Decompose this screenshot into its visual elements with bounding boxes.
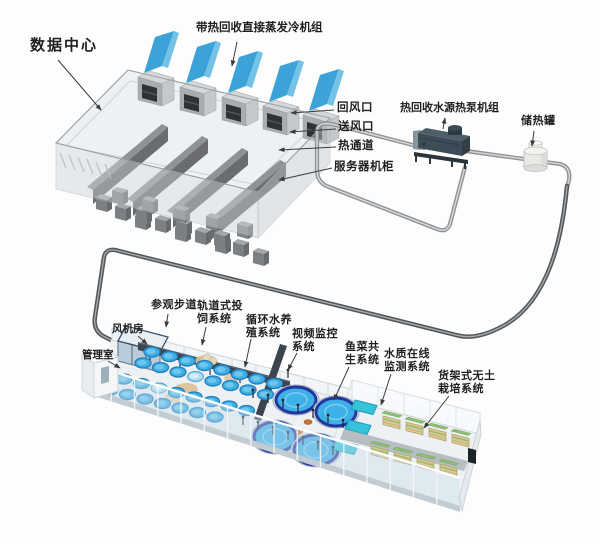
management-room: [80, 348, 120, 399]
label-supply-air: 送风口: [338, 121, 374, 133]
label-heat-pump: 热回收水源热泵机组: [400, 102, 499, 114]
cyan-tanks: [331, 399, 378, 456]
label-soilless-racks: 货架式无土 栽培系统: [438, 370, 496, 395]
leader-fan-room: [137, 335, 148, 345]
label-cooling-unit: 带热回收直接蒸发冷机组: [196, 22, 323, 34]
leader-aquaponics: [333, 366, 350, 401]
leader-water-quality: [380, 373, 392, 406]
leader-cooling-unit: [230, 41, 238, 67]
leader-server-cabinet: [278, 167, 333, 182]
cooling-unit: [179, 40, 222, 117]
label-fan-room: 风机房: [112, 323, 144, 335]
label-water-quality: 水质在线 监测系统: [384, 348, 430, 373]
label-rail-feeding: 轨道式投 饲系统: [197, 300, 243, 325]
heat-pump-unit: [413, 125, 470, 169]
gh-door: [468, 448, 476, 464]
leader-visitor-walkway: [164, 313, 170, 328]
label-hot-aisle: 热通道: [338, 140, 374, 152]
label-storage-tank: 储热罐: [521, 115, 556, 127]
leader-hot-aisle: [278, 146, 337, 153]
dc-top-rim: [55, 69, 331, 193]
leader-video: [287, 352, 298, 371]
leader-return-air: [290, 109, 335, 116]
cooling-unit: [262, 59, 305, 136]
leader-rail-feeding: [200, 326, 207, 346]
label-visitor-walkway: 参观步道: [151, 299, 197, 311]
label-return-air: 回风口: [337, 102, 373, 114]
aquaculture-building: [80, 325, 482, 513]
label-recirculating-aquaculture: 循环水养 殖系统: [246, 314, 292, 339]
leader-storage-tank: [530, 130, 536, 147]
leader-lines: [57, 41, 536, 429]
gh-right-wall: [458, 420, 482, 512]
leader-data-center: [57, 59, 102, 111]
dc-vent-grille: [59, 152, 112, 180]
leader-heat-pump: [441, 117, 447, 130]
pipe-pump-tank: [463, 148, 572, 195]
cooling-unit: [221, 50, 264, 127]
leader-management-room: [107, 360, 121, 369]
label-data-center: 数据中心: [30, 37, 99, 54]
label-management-room: 管理室: [82, 349, 114, 361]
label-aquaponics: 鱼菜共 生系统: [345, 341, 380, 366]
leader-recirculating: [243, 338, 252, 368]
leader-racks: [423, 395, 450, 429]
cooling-unit: [137, 30, 180, 107]
label-video-monitoring: 视频监控 系统: [292, 328, 338, 353]
pipe-network: [92, 121, 572, 362]
label-server-cabinet: 服务器机柜: [334, 161, 394, 173]
heat-storage-tank: [523, 140, 548, 172]
leader-supply-air: [289, 128, 337, 135]
